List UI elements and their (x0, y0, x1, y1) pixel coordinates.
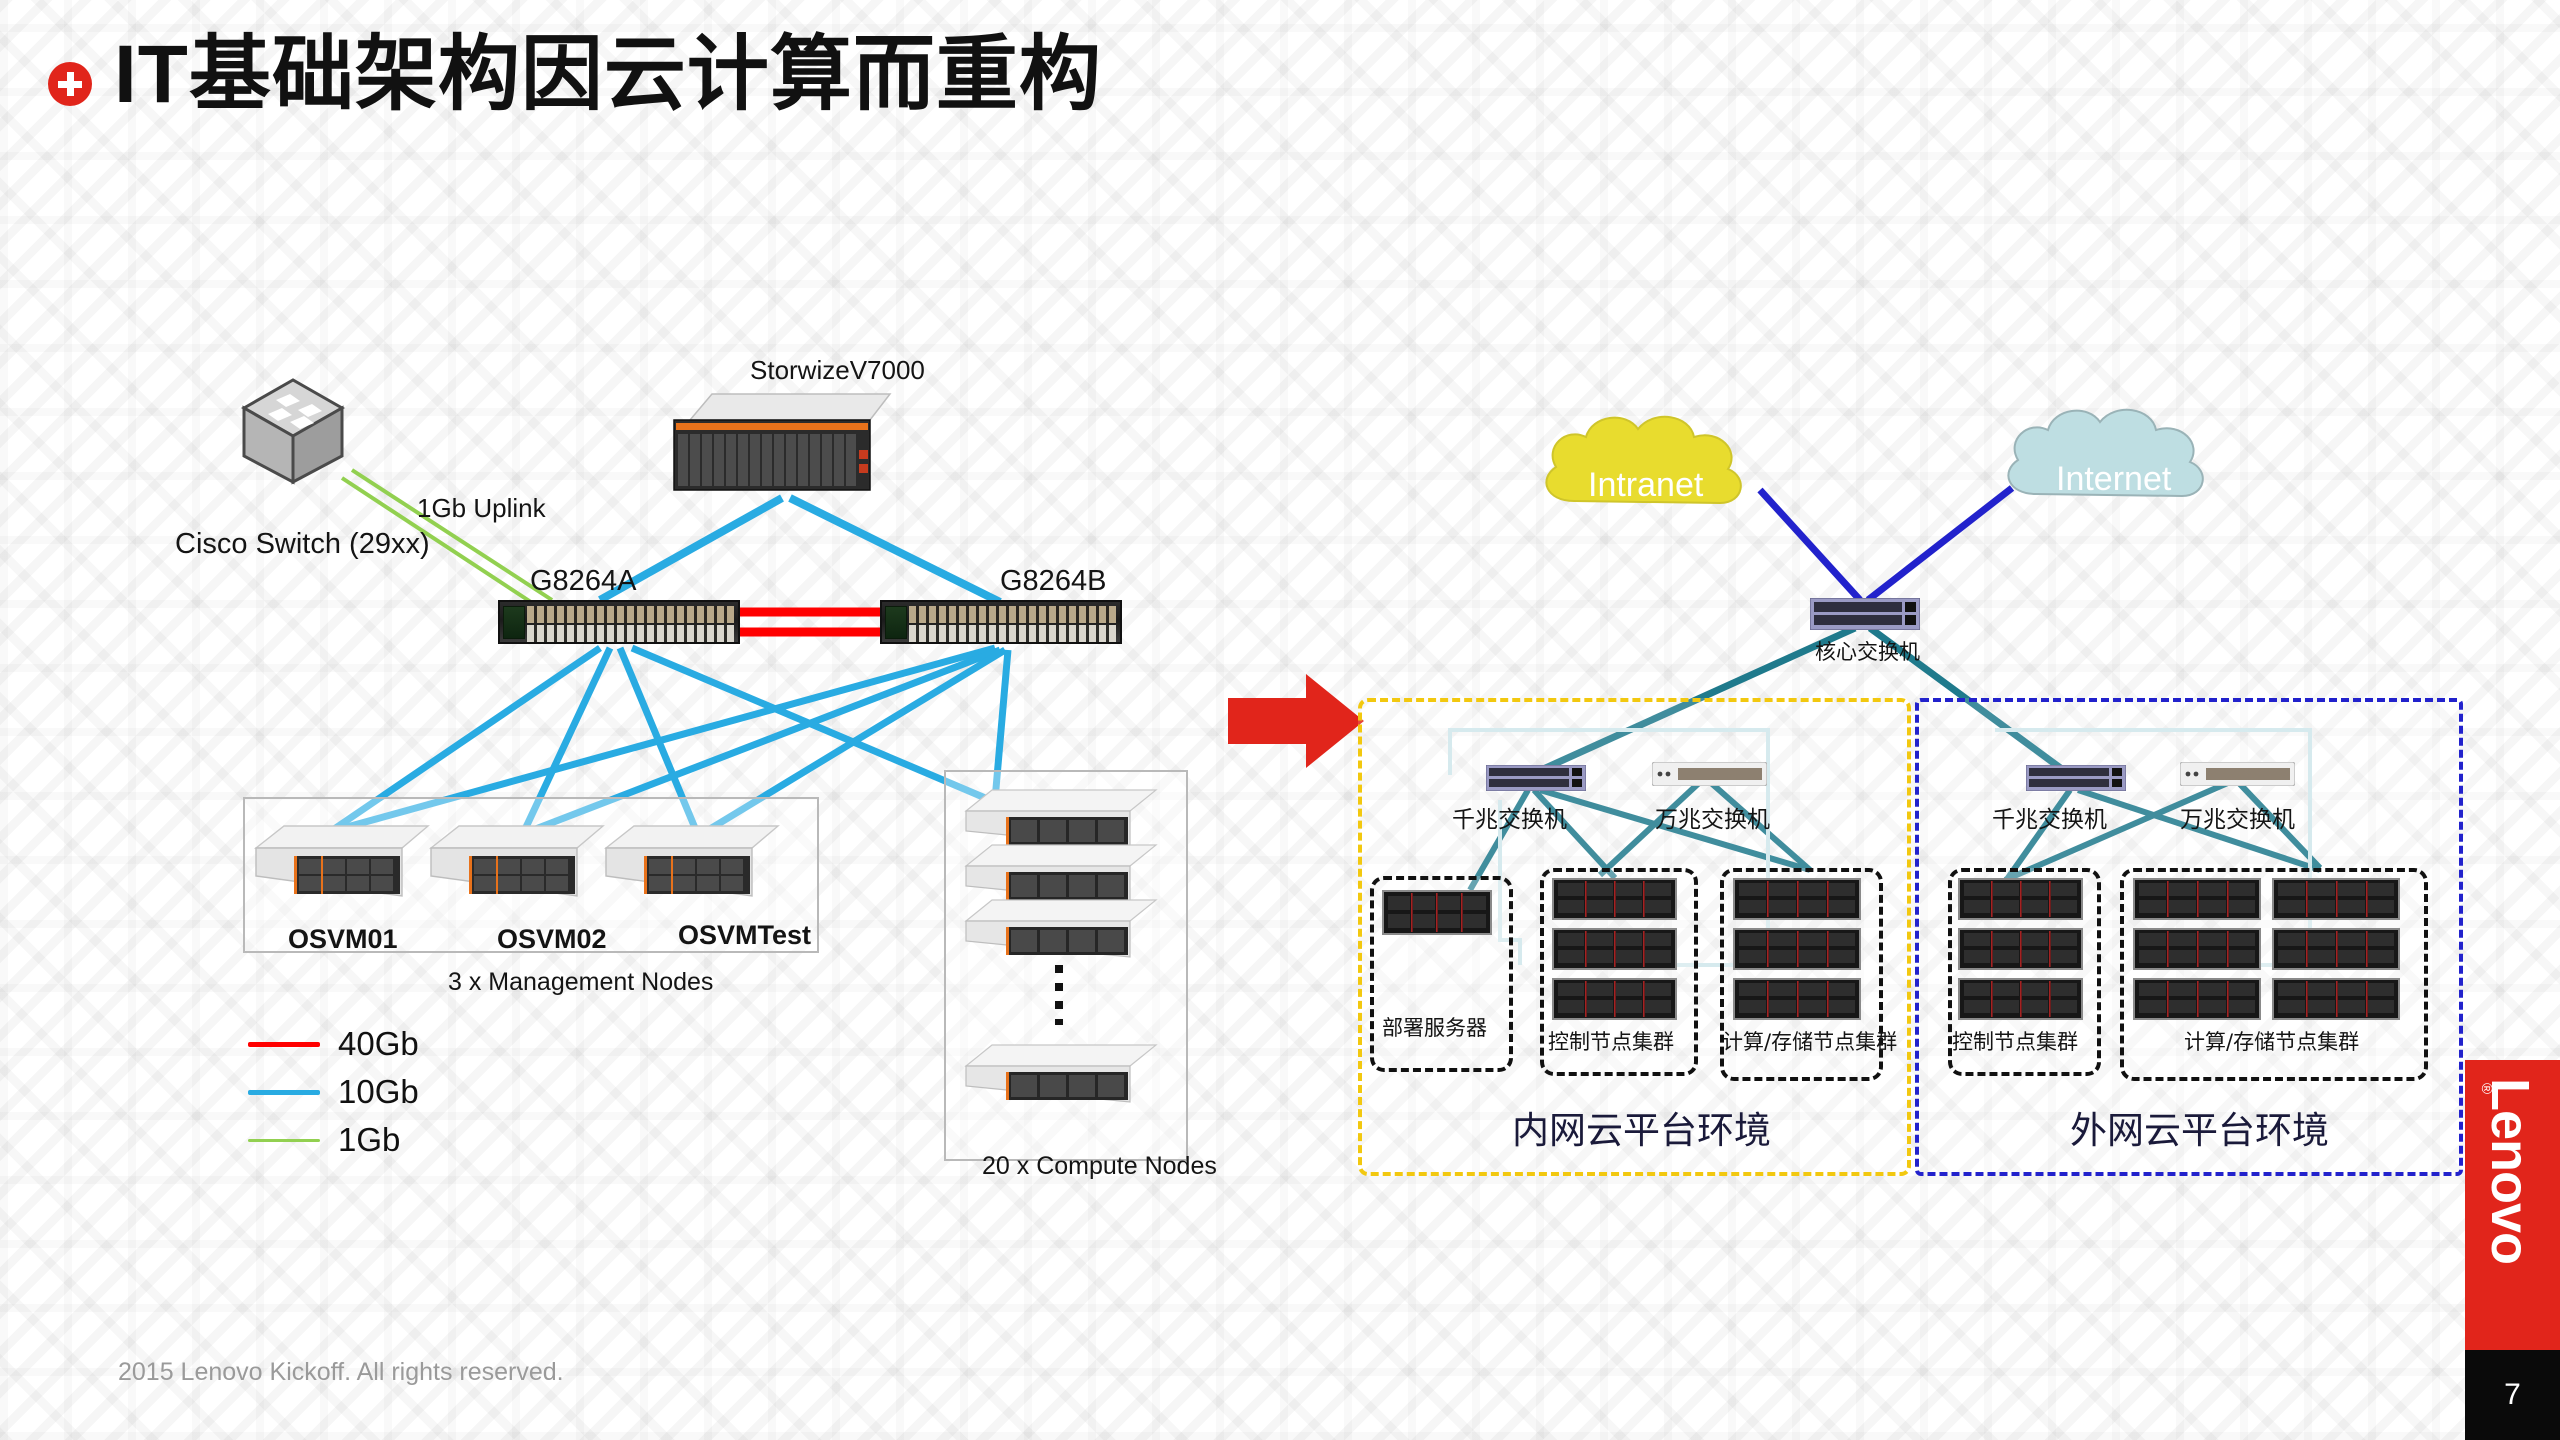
intranet-10gigabit-switch-label: 万兆交换机 (1655, 807, 1770, 833)
intranet-control-node-2 (1552, 928, 1677, 970)
intranet-compute-node-3 (1733, 978, 1861, 1020)
page-title: IT基础架构因云计算而重构 (114, 29, 1102, 120)
transition-right-arrow-icon (1228, 672, 1368, 770)
legend-swatch-40gb (248, 1041, 320, 1047)
intranet-control-node-3 (1552, 978, 1677, 1020)
compute-node-icon-last (960, 1040, 1160, 1112)
intranet-gigabit-switch-icon (1485, 764, 1587, 792)
server-icon-osvmtest (600, 820, 780, 905)
internet-control-node-3 (1958, 978, 2083, 1020)
internet-compute-node-6 (2272, 978, 2400, 1020)
internet-cloud-icon (1990, 398, 2230, 530)
intranet-cloud-icon (1528, 405, 1768, 537)
legend-item-10gb: 10Gb (248, 1068, 419, 1116)
compute-nodes-caption: 20 x Compute Nodes (982, 1152, 1217, 1180)
page-number: 7 (2465, 1350, 2560, 1440)
internet-10gigabit-switch-label: 万兆交换机 (2180, 807, 2295, 833)
intranet-10gigabit-switch-icon (1651, 761, 1768, 787)
intranet-deploy-server-icon (1382, 890, 1492, 935)
internet-compute-node-3 (2133, 928, 2261, 970)
intranet-compute-node-1 (1733, 878, 1861, 920)
legend-swatch-10gb (248, 1089, 320, 1095)
legend-swatch-1gb (248, 1138, 320, 1142)
legend-item-40gb: 40Gb (248, 1020, 419, 1068)
internet-compute-node-2 (2272, 878, 2400, 920)
ellipsis-vertical-icon (1055, 965, 1063, 1025)
intranet-compute-cluster-label: 计算/存储节点集群 (1722, 1030, 1898, 1054)
core-switch-icon (1809, 597, 1921, 631)
internet-gigabit-switch-icon (2025, 764, 2127, 792)
intranet-compute-node-2 (1733, 928, 1861, 970)
switch-a-label: G8264A (530, 565, 637, 597)
intranet-deploy-server-label: 部署服务器 (1382, 1016, 1487, 1040)
internet-zone-title: 外网云平台环境 (2070, 1109, 2329, 1152)
g8264a-switch-icon (498, 600, 740, 644)
internet-compute-node-5 (2133, 978, 2261, 1020)
compute-node-icon-3 (960, 895, 1160, 967)
intranet-cloud-label: Intranet (1588, 466, 1704, 504)
intranet-control-cluster-label: 控制节点集群 (1548, 1030, 1674, 1054)
internet-10gigabit-switch-icon (2179, 761, 2296, 787)
cisco-switch-icon (238, 370, 348, 490)
lenovo-logo: Lenovo ® (2465, 1060, 2560, 1350)
intranet-gigabit-switch-label: 千兆交换机 (1452, 807, 1567, 833)
internet-control-cluster-label: 控制节点集群 (1952, 1030, 2078, 1054)
internet-control-node-1 (1958, 878, 2083, 920)
server-label-osvm02: OSVM02 (497, 924, 607, 954)
legend-label-40gb: 40Gb (338, 1025, 419, 1062)
intranet-zone-title: 内网云平台环境 (1512, 1109, 1771, 1152)
internet-compute-cluster-label: 计算/存储节点集群 (2184, 1030, 2360, 1054)
uplink-label: 1Gb Uplink (417, 493, 546, 523)
server-label-osvm01: OSVM01 (288, 924, 398, 954)
internet-cloud-label: Internet (2056, 460, 2172, 498)
g8264b-switch-icon (880, 600, 1122, 644)
compute-node-icon-2 (960, 840, 1160, 912)
server-icon-osvm01 (250, 820, 430, 905)
internet-control-node-2 (1958, 928, 2083, 970)
storwize-v7000-icon (672, 390, 892, 495)
internet-compute-node-4 (2272, 928, 2400, 970)
intranet-control-node-1 (1552, 878, 1677, 920)
internet-compute-node-1 (2133, 878, 2261, 920)
registered-trademark-icon: ® (2478, 1082, 2496, 1095)
server-icon-osvm02 (425, 820, 605, 905)
link-speed-legend: 40Gb 10Gb 1Gb (248, 1020, 419, 1164)
storage-label: StorwizeV7000 (750, 355, 925, 385)
internet-gigabit-switch-label: 千兆交换机 (1992, 807, 2107, 833)
lenovo-logo-text: Lenovo (2480, 1078, 2540, 1265)
legend-label-1gb: 1Gb (338, 1121, 401, 1158)
core-switch-label: 核心交换机 (1815, 640, 1920, 664)
management-nodes-caption: 3 x Management Nodes (448, 968, 714, 996)
plus-circle-icon (48, 62, 92, 106)
page-title-row: IT基础架构因云计算而重构 (48, 34, 1102, 116)
cisco-switch-label: Cisco Switch (29xx) (175, 528, 430, 560)
legend-item-1gb: 1Gb (248, 1116, 419, 1164)
switch-b-label: G8264B (1000, 565, 1107, 597)
footer-copyright: 2015 Lenovo Kickoff. All rights reserved… (118, 1358, 564, 1386)
legend-label-10gb: 10Gb (338, 1073, 419, 1110)
server-label-osvmtest: OSVMTest (678, 920, 812, 950)
